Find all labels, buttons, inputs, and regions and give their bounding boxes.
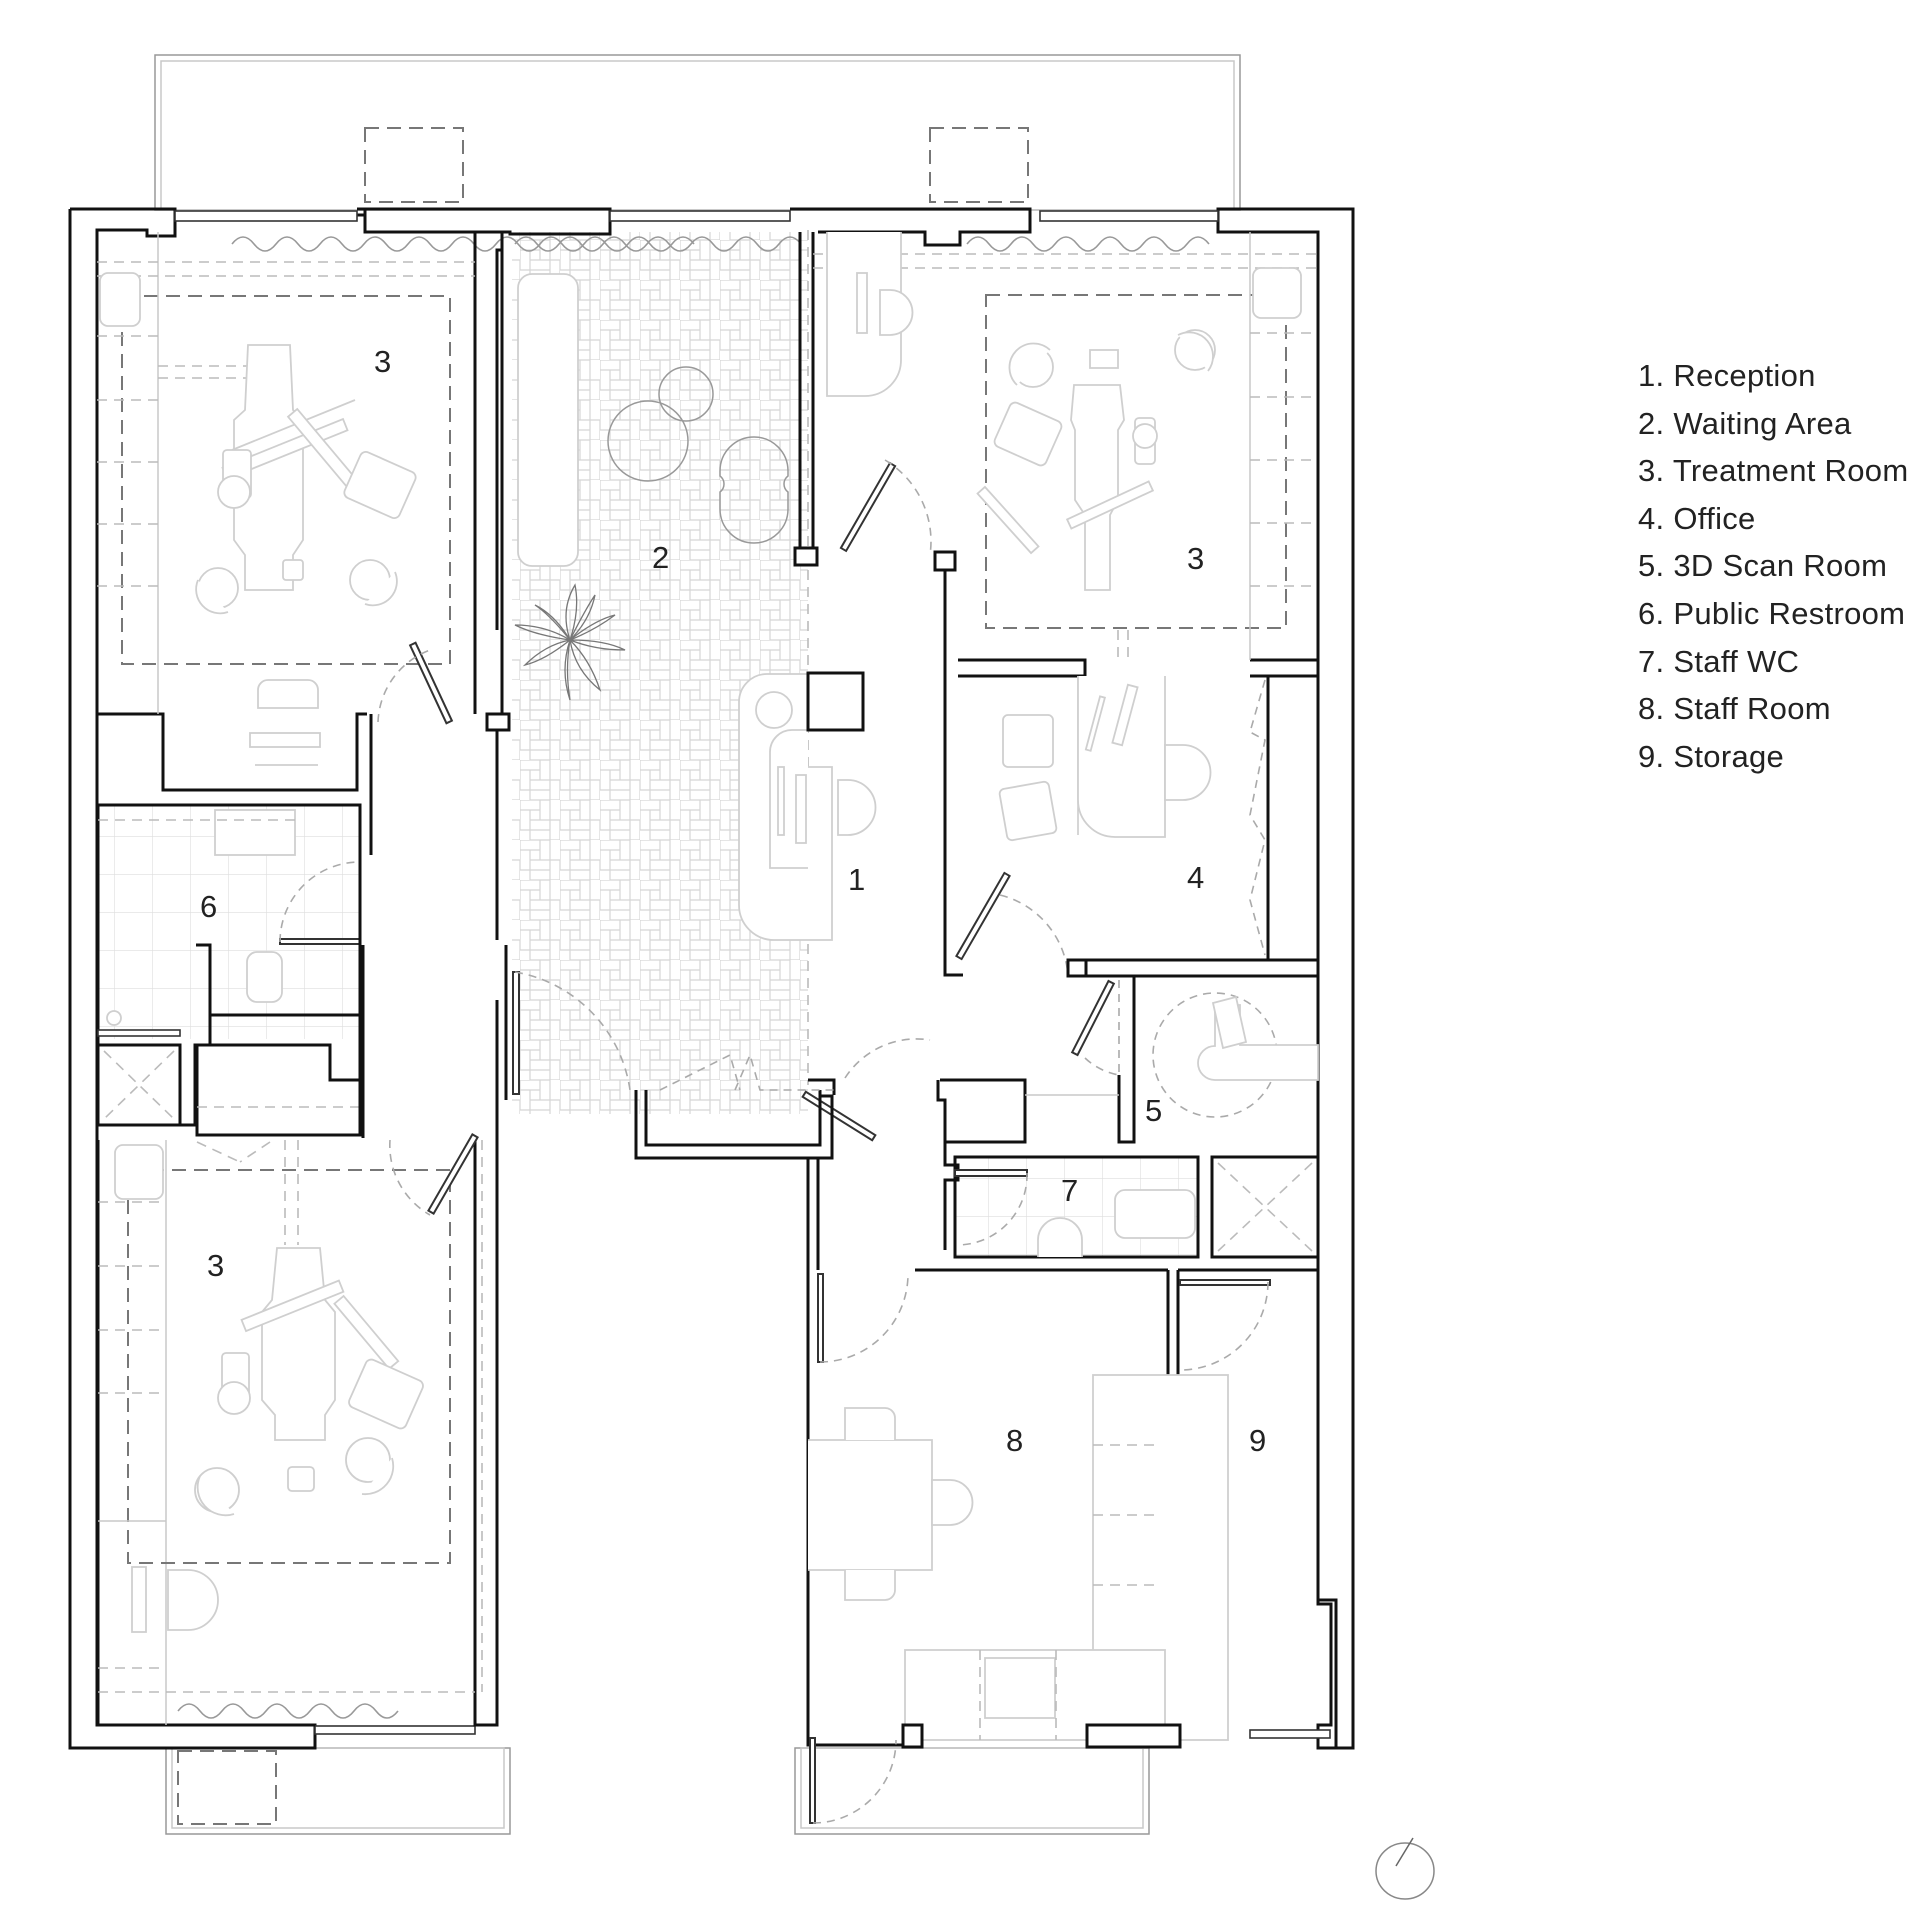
balcony-south-east [794, 1747, 1150, 1835]
planter-box [634, 1052, 835, 1160]
room-label-treatment-nw: 3 [374, 344, 391, 379]
legend-item-waiting-area: 2. Waiting Area [1638, 405, 1852, 441]
north-arrow-icon [1375, 1837, 1435, 1900]
treatment-room-nw [95, 232, 504, 792]
room-label-reception: 1 [848, 862, 865, 897]
legend-item-office: 4. Office [1638, 500, 1756, 536]
door-treatment-ne[interactable] [839, 459, 957, 572]
door-treatment-nw[interactable] [377, 641, 511, 732]
office [943, 675, 1320, 978]
door-scan-room[interactable] [1070, 979, 1120, 1076]
room-label-treatment-sw: 3 [207, 1248, 224, 1283]
legend-item-staff-room: 8. Staff Room [1638, 691, 1831, 727]
room-label-office: 4 [1187, 860, 1204, 895]
legend-item-public-restroom: 6. Public Restroom [1638, 595, 1906, 631]
treatment-room-sw [96, 1000, 499, 1727]
door-entrance[interactable] [801, 1038, 960, 1250]
shaft-west [96, 1043, 182, 1127]
balcony-south-west [165, 1747, 511, 1835]
balcony-north [154, 54, 1241, 211]
door-storage[interactable] [1179, 1279, 1271, 1371]
reception [738, 230, 877, 1085]
curtains [177, 236, 1210, 1719]
shaft-east [1210, 1155, 1320, 1259]
scan-room [940, 976, 1319, 1144]
legend-item-staff-wc: 7. Staff WC [1638, 643, 1800, 679]
legend-item-scan-room: 5. 3D Scan Room [1638, 548, 1888, 584]
room-label-staff-wc: 7 [1061, 1173, 1078, 1208]
door-staff-room[interactable] [817, 1273, 909, 1363]
staff-room [806, 1158, 1338, 1748]
room-label-waiting-area: 2 [652, 540, 669, 575]
room-label-storage: 9 [1249, 1423, 1266, 1458]
waiting-west-wall [495, 730, 631, 1100]
room-label-scan-room: 5 [1145, 1093, 1162, 1128]
legend: 1. Reception 2. Waiting Area 3. Treatmen… [1638, 352, 1908, 780]
treatment-room-ne [798, 232, 1320, 977]
staff-wc [953, 1155, 1200, 1259]
legend-item-reception: 1. Reception [1638, 358, 1816, 393]
door-balcony-south-east[interactable] [809, 1723, 1182, 1824]
legend-item-storage: 9. Storage [1638, 738, 1785, 774]
room-label-staff-room: 8 [1006, 1423, 1023, 1458]
legend-item-treatment-room: 3. Treatment Room [1638, 453, 1909, 489]
room-label-public-restroom: 6 [200, 889, 217, 924]
wall-block-west [195, 1043, 362, 1137]
door-office[interactable] [955, 871, 1088, 978]
corridor-west-wall [358, 714, 373, 1138]
waiting-area-furniture [514, 273, 789, 701]
door-treatment-sw[interactable] [196, 1133, 479, 1216]
room-label-treatment-ne: 3 [1187, 541, 1204, 576]
